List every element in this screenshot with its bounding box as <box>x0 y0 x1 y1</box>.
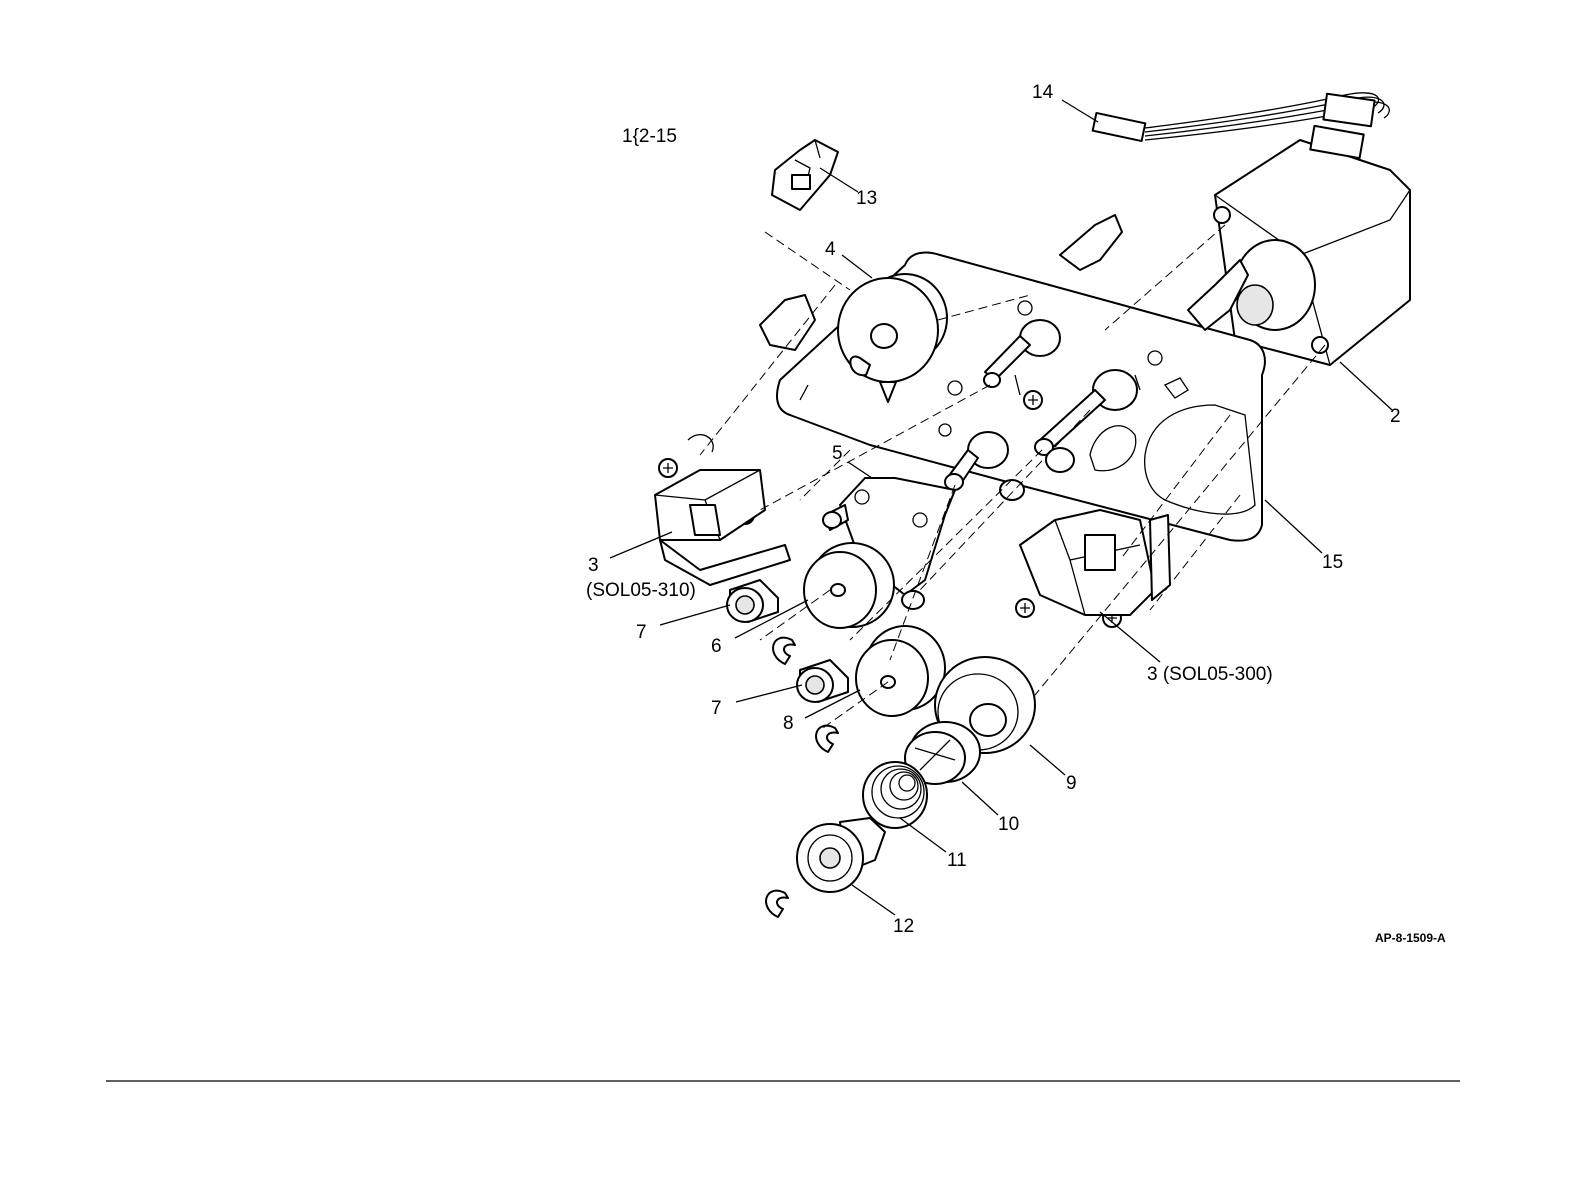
callout-3-right: 3 (SOL05-300) <box>1147 664 1273 685</box>
callout-2: 2 <box>1390 406 1401 427</box>
bushing-7a-part <box>727 580 778 622</box>
callout-15: 15 <box>1322 552 1343 573</box>
callout-8: 8 <box>783 713 794 734</box>
sensor-part <box>772 140 838 210</box>
callout-4: 4 <box>825 239 836 260</box>
gear-6-part <box>804 543 894 628</box>
group-label: 1{2-15 <box>622 126 677 147</box>
callout-12: 12 <box>893 916 914 937</box>
callout-5: 5 <box>832 443 843 464</box>
callout-9: 9 <box>1066 773 1077 794</box>
callout-13: 13 <box>856 188 877 209</box>
solenoid-300-part <box>1020 510 1170 615</box>
callout-6: 6 <box>711 636 722 657</box>
hub-12-part <box>797 818 885 892</box>
callout-11: 11 <box>947 850 967 871</box>
motor-part <box>1214 126 1410 365</box>
callout-7-lower: 7 <box>711 698 722 719</box>
callout-10: 10 <box>998 814 1019 835</box>
bushing-7b-part <box>797 660 848 702</box>
callout-7-upper: 7 <box>636 622 647 643</box>
spring-11-part <box>863 762 927 828</box>
callout-14: 14 <box>1032 82 1054 103</box>
callout-3-left-sub: (SOL05-310) <box>586 580 696 601</box>
solenoid-310-part <box>655 435 790 585</box>
gear-8-part <box>856 626 945 716</box>
reference-code: AP-8-1509-A <box>1375 931 1446 945</box>
callout-3-left: 3 <box>588 555 599 576</box>
